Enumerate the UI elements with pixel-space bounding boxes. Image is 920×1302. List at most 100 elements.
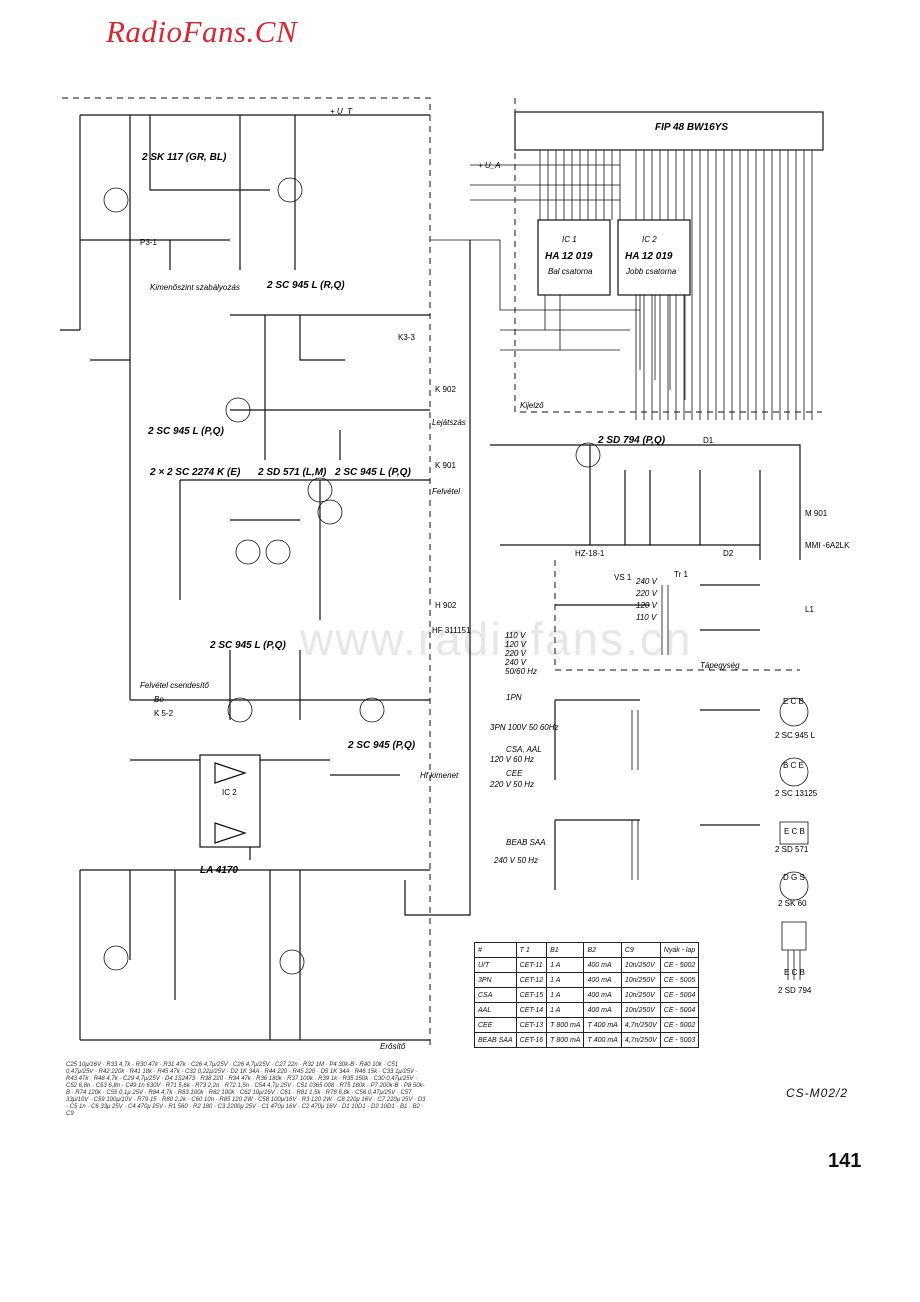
t11-label: 2 SC 945 L (P,Q) [209,640,286,651]
component-value: R78 6,8k · [325,1090,356,1096]
felvetel-label: Felvétel [432,487,460,496]
component-value: C8 220μ 16V · [337,1097,378,1103]
power-transformers [631,585,669,880]
t12-label: 2 SC 945 (P,Q) [347,740,416,751]
component-value: R45 47k · [157,1069,186,1075]
component-value: R32 1M · [303,1062,330,1068]
vs1-tap-0: 240 V [635,577,658,586]
component-value: R41 18k · [129,1069,158,1075]
component-value: R34 47k · [228,1076,257,1082]
component-value: C58 100μ/16V · [258,1097,302,1103]
table-cell: CET-13 [515,1017,548,1033]
table-cell: CET-14 [515,1002,548,1018]
component-value: C56 0,47μ/25V · [355,1090,401,1096]
component-value: R79 15 · [137,1097,162,1103]
table-header-cell: B1 [546,942,585,958]
component-value: C51 0,47μ/25V · [66,1062,399,1075]
table-cell: CE - 5004 [659,987,700,1003]
t10-label: 2 SC 945 L (P,Q) [334,467,411,478]
component-value: B2 · [412,1104,424,1110]
pinout-1-pins: B C E [783,761,804,770]
mm-label: MMI -6A2LK [805,541,850,550]
pinout-2sc945l [779,697,809,727]
pinout-4-part: 2 SD 794 [778,986,812,995]
component-value: C49 1n 630V · [125,1083,166,1089]
amp-wires [60,114,471,1041]
t9-label: 2 SD 571 (L,M) [257,467,327,478]
display-feed-lines [430,164,686,400]
table-row: CSA CET-15 1 A 400 mA 10n/250V CE - 5004 [474,987,700,1003]
pinout-1-part: 2 SC 13125 [775,789,818,798]
l1-label: L1 [805,605,814,614]
table-cell: 4,7n/250V [620,1032,661,1048]
table-cell: CE - 5002 [659,1017,700,1033]
table-header-row: # T 1 B1 B2 C9 Nyák - lap [474,942,700,958]
component-value: C60 10n · [191,1097,220,1103]
component-value: R83 100k · [177,1090,209,1096]
hz-label: HZ-18-1 [575,549,605,558]
component-value: B1 · [400,1104,413,1110]
component-value: C2 470μ 16V · [301,1104,342,1110]
table-cell: CEE [474,1017,517,1033]
component-value: C4 470μ 25V · [128,1104,169,1110]
page-number: 141 [828,1150,862,1172]
component-value: D3 · [66,1097,426,1110]
vs1-label: VS 1 [614,573,632,582]
variant-table: # T 1 B1 B2 C9 Nyák - lap U/T CET-11 1 A… [474,942,700,1048]
component-value: C54 4,7μ 25V · [254,1083,297,1089]
vs1-tap-1: 220 V [635,589,658,598]
table-cell: 1 A [546,972,585,988]
t1-label: 2 SD 794 (P,Q) [597,435,666,446]
component-value: R45 220 · [292,1069,321,1075]
variant1-spec: 3PN 100V 50 60Hz [490,723,559,732]
variant4-spec: 240 V 50 Hz [493,856,538,865]
display-title: FIP 48 BW16YS [655,122,728,133]
component-value: D2 10D1 · [370,1104,400,1110]
component-value: R2 180 · [193,1104,218,1110]
fip-display [514,111,824,151]
ua-label: + U_A [478,161,500,170]
table-cell: CE - 5003 [659,1032,700,1048]
component-value: C62 10μ/16V · [239,1090,281,1096]
table-row: CEE CET-13 T 800 mA T 400 mA 4,7n/250V C… [474,1017,700,1033]
table-row: 3PN CET-12 1 A 400 mA 10n/250V CE - 5005 [474,972,700,988]
component-value: C57 33μ/10V · [66,1090,412,1103]
ut-in-3: 240 V [504,658,527,667]
component-value: C25 10μ/16V · [66,1062,107,1068]
table-cell: 1 A [546,987,585,1003]
k33-label: K3-3 [398,333,415,342]
table-row: AAL CET-14 1 A 400 mA 10n/250V CE - 5004 [474,1002,700,1018]
table-header-cell: # [474,942,517,958]
component-value: R72 1,5n · [224,1083,255,1089]
lejatszas-label: Lejátszás [432,418,466,427]
component-value: C55 0,1μ 25V · [106,1090,149,1096]
pinout-3-pins: D G S [783,873,805,882]
felvetel-csend-label: Felvétel csendesítő [140,681,209,690]
component-value: R37 100k · [287,1076,319,1082]
ic2-desc: Jobb csatorna [625,267,677,276]
component-value: R33 4,7k · [106,1062,136,1068]
variant3-spec: 220 V 50 Hz [489,780,534,789]
ut-in-1: 120 V [505,640,527,649]
vs1-tap-3: 110 V [636,613,657,622]
table-cell: CE - 5005 [659,972,700,988]
pinout-2sk60 [779,871,809,901]
table-cell: 10n/250V [620,987,661,1003]
table-cell: CE - 5004 [659,1002,700,1018]
component-value: C26 4,7μ/25V · [233,1062,276,1068]
component-value: R38 220 · [200,1076,229,1082]
component-value: C27 22n · [275,1062,304,1068]
component-value: R36 180k · [256,1076,288,1082]
kimeno-label: Kimenőszint szabályozás [150,283,240,292]
component-value: R1 560 · [168,1104,193,1110]
component-value: C5 1n · [69,1104,92,1110]
tr1-label: Tr 1 [674,570,688,579]
t5-label: 2 SC 945 L (R,Q) [266,280,345,291]
component-value: C9 [66,1111,74,1117]
transistor-symbols [103,177,601,975]
component-value: R85 120 2W · [219,1097,259,1103]
table-cell: CET-15 [515,987,548,1003]
component-value: C51 0365 008 · [296,1083,340,1089]
